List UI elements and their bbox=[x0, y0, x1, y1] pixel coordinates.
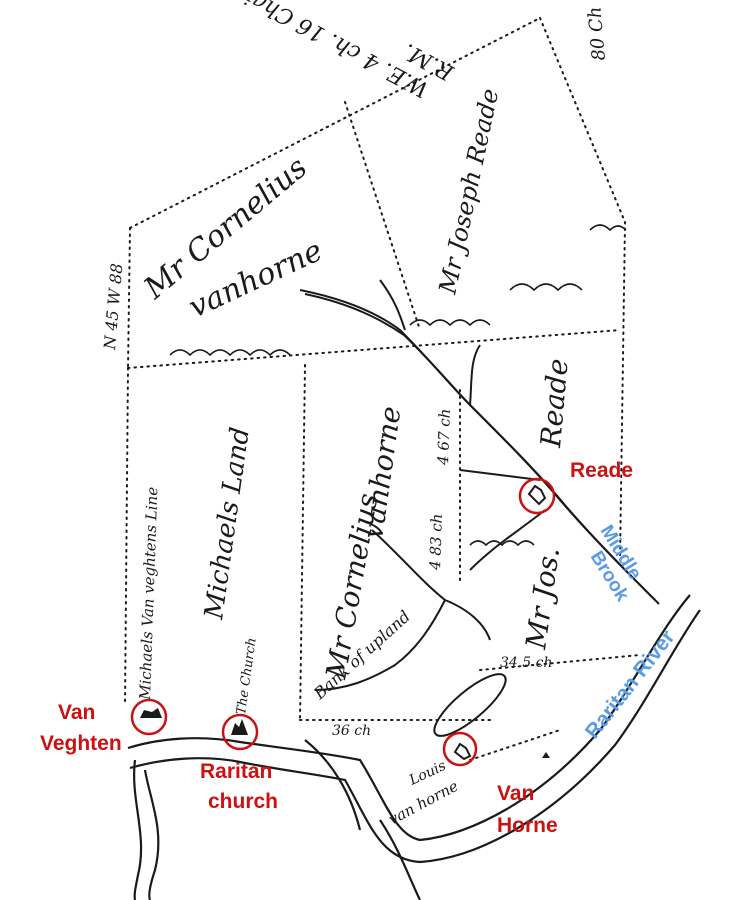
boundary-river-tie bbox=[469, 729, 561, 761]
label-van-horne-line1: Van bbox=[497, 782, 534, 805]
label-reade: Reade bbox=[570, 459, 633, 482]
hw-chains-d: 36 ch bbox=[332, 723, 371, 739]
boundary-left-lower bbox=[124, 367, 129, 706]
hw-chains-b: 4 83 ch bbox=[426, 513, 446, 571]
boundary-lower-right bbox=[479, 654, 641, 671]
van-horne-house-icon bbox=[453, 742, 472, 761]
hw-chains-c: 34 5 ch bbox=[500, 655, 552, 671]
reade-marker bbox=[518, 477, 556, 515]
van-veghten-house-icon bbox=[140, 708, 162, 718]
location-markers bbox=[130, 477, 556, 767]
label-van-horne-line2: Horne bbox=[497, 814, 558, 837]
boundary-left-upper bbox=[127, 227, 131, 369]
building-symbols bbox=[140, 484, 550, 761]
boundary-middle bbox=[127, 329, 621, 369]
van-horne-marker bbox=[442, 731, 478, 767]
raritan-church-marker bbox=[221, 713, 259, 751]
survey-boundaries bbox=[124, 17, 641, 761]
reade-house-icon bbox=[527, 484, 547, 506]
boundary-divider-mid bbox=[299, 364, 306, 721]
hw-reade-tract: Reade bbox=[534, 357, 575, 449]
boundary-top-right bbox=[539, 17, 626, 223]
streams bbox=[299, 279, 660, 691]
brook-branch bbox=[469, 509, 546, 571]
label-raritan-church-line1: Raritan bbox=[200, 760, 272, 783]
marker-icon bbox=[542, 752, 550, 758]
raritan-river bbox=[127, 594, 701, 900]
van-veghten-marker bbox=[130, 698, 168, 736]
boundary-right bbox=[619, 221, 626, 561]
hw-corner-right: 80 Ch bbox=[584, 6, 610, 62]
boundary-divider-upper bbox=[344, 101, 421, 331]
label-van-veghten-line1: Van bbox=[58, 701, 95, 724]
church-icon bbox=[231, 719, 248, 735]
boundary-top bbox=[129, 17, 541, 229]
label-raritan-church-line2: church bbox=[208, 790, 278, 813]
river-island bbox=[433, 673, 507, 737]
hill-hachures bbox=[169, 224, 627, 547]
label-van-veghten-line2: Veghten bbox=[40, 732, 122, 755]
hw-chains-a: 4 67 ch bbox=[434, 408, 454, 466]
